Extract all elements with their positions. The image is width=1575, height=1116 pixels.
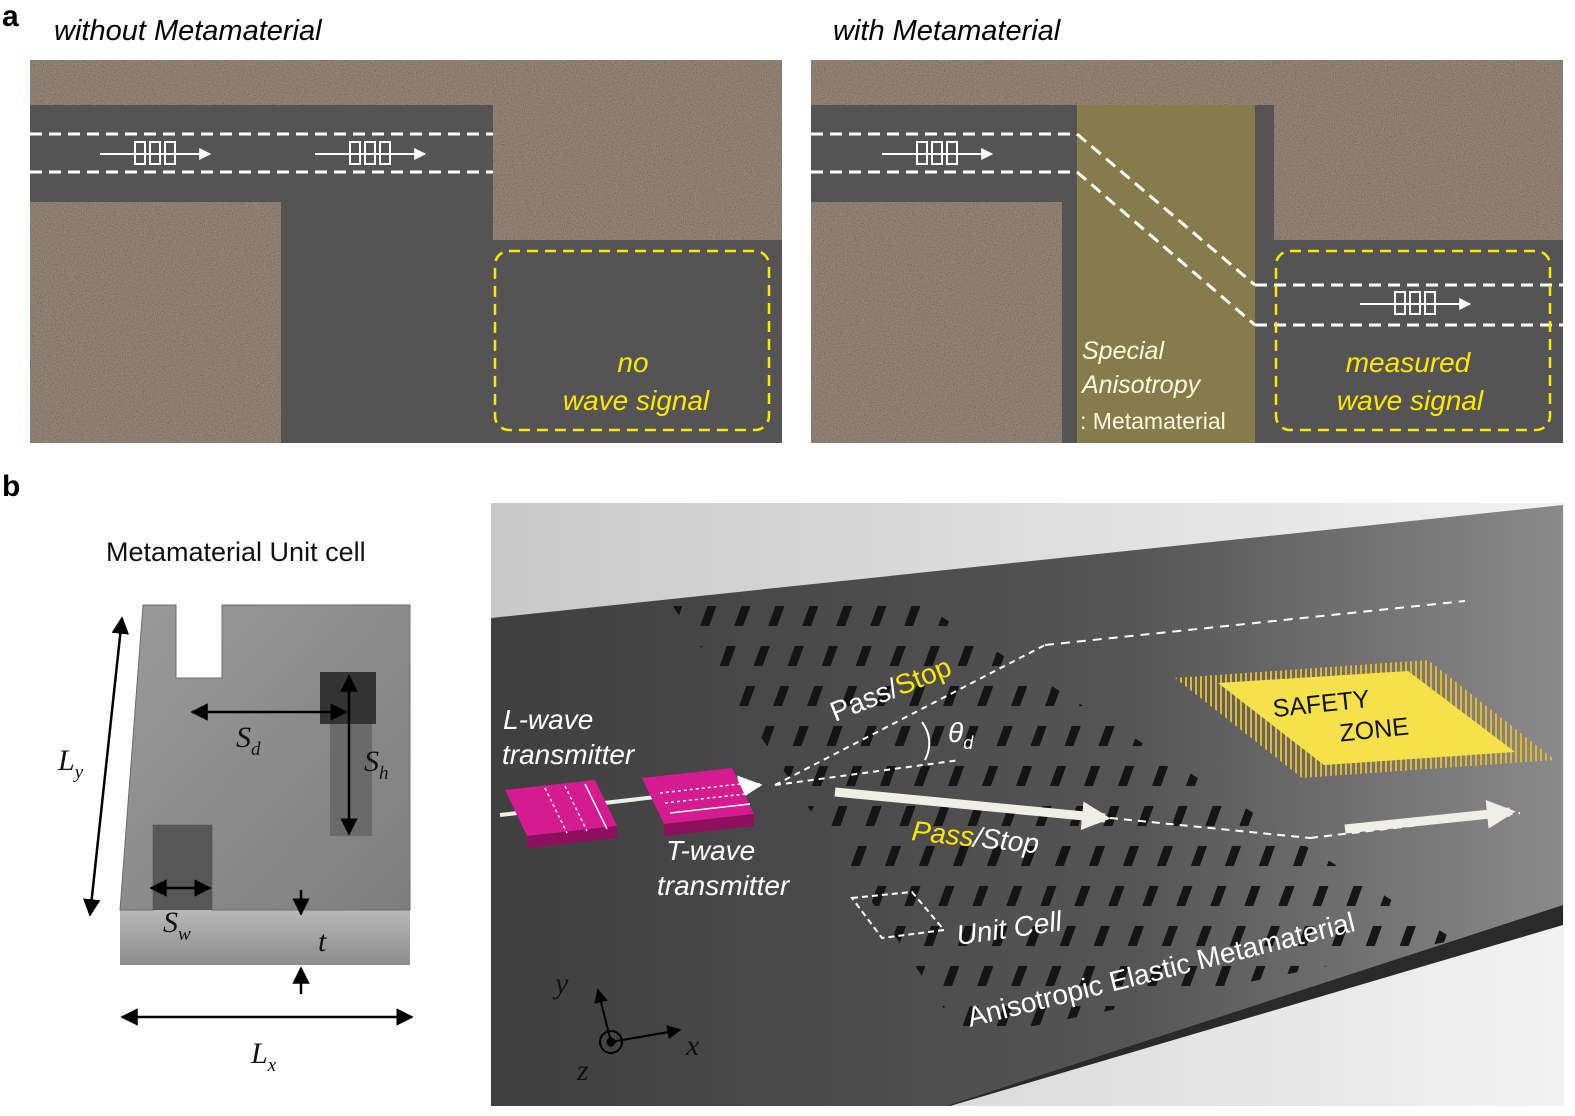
measured-signal-label-1: measured <box>1346 347 1472 378</box>
lower-mid-path <box>1109 817 1311 839</box>
road-lower-right <box>493 240 782 443</box>
unit-cell-title: Metamaterial Unit cell <box>106 537 366 567</box>
plate-edge <box>945 905 1563 1106</box>
no-signal-label-1: no <box>617 347 648 378</box>
dim-lx-label: Lx <box>250 1037 277 1076</box>
wave-arrow-icon <box>100 141 212 165</box>
meta-label-2: Anisotropy <box>1080 371 1202 399</box>
dim-t-label: t <box>318 925 327 958</box>
pass-stop-upper-path <box>774 644 1046 786</box>
dim-sh-label: Sh <box>364 745 389 784</box>
theta-label: θd <box>948 717 974 753</box>
upper-exit-path <box>1044 600 1466 646</box>
axis-z-label: z <box>576 1054 589 1087</box>
axis-x-label: x <box>685 1029 700 1062</box>
t-wave-transmitter-icon <box>642 768 754 836</box>
wave-arrow-icon <box>882 141 994 165</box>
scene-with-metamaterial: measured wave signal Special Anisotropy … <box>811 60 1563 443</box>
axes-icon <box>594 988 682 1054</box>
theta-reference-line <box>774 759 961 786</box>
no-signal-box <box>493 249 771 432</box>
safety-zone <box>1218 671 1515 765</box>
lane-dash-diagonal-bottom <box>1076 170 1256 327</box>
t-wave-label-1: T-wave <box>666 835 755 866</box>
meta-label-3: : Metamaterial <box>1080 408 1226 434</box>
cell-slot <box>330 724 372 836</box>
unit-cell-outline <box>850 890 946 940</box>
wave-arrow-icon <box>315 141 427 165</box>
measured-signal-label-2: wave signal <box>1337 385 1484 416</box>
panel-a-letter: a <box>2 0 19 33</box>
cell-front-left <box>120 910 212 965</box>
t-wave-label-2: transmitter <box>657 870 791 901</box>
road-vertical <box>281 105 493 443</box>
dim-sw-label: Sw <box>163 906 191 945</box>
dim-ly-label: Ly <box>57 744 84 783</box>
dim-sd-label: Sd <box>236 721 261 760</box>
cell-front-right <box>212 910 410 965</box>
road-lower-right <box>1274 240 1563 443</box>
dim-ly-arrow <box>82 616 130 917</box>
meta-label-1: Special <box>1082 337 1165 365</box>
panel-b-letter: b <box>2 470 20 503</box>
lane-dash-diagonal-top <box>1076 132 1256 287</box>
panel-a-left-title: without Metamaterial <box>54 15 323 47</box>
measured-signal-box <box>1274 249 1552 432</box>
wave-arrow-icon <box>1360 291 1472 315</box>
l-wave-label-1: L-wave <box>503 704 593 735</box>
theta-arc <box>921 721 931 761</box>
output-arrow <box>1344 800 1516 834</box>
pass-arrow <box>834 787 1111 831</box>
elastic-metamaterial-scene: SAFETY ZONE L-wave transmitter <box>491 503 1564 1106</box>
unit-cell-figure: Metamaterial Unit cell Ly Lx Sd Sh Sw t <box>57 537 414 1076</box>
pass-stop-lower-label: Pass/Stop <box>910 815 1040 859</box>
metamaterial-strip <box>1077 105 1255 443</box>
axis-y-label: y <box>552 967 569 1000</box>
panel-a-right-title: with Metamaterial <box>833 15 1062 47</box>
scene-without-metamaterial: no wave signal <box>30 60 782 443</box>
no-signal-label-2: wave signal <box>563 385 710 416</box>
l-wave-label-2: transmitter <box>502 739 636 770</box>
hole-array <box>672 600 1455 1040</box>
l-wave-transmitter-icon <box>505 780 617 848</box>
cell-notch <box>153 825 212 910</box>
